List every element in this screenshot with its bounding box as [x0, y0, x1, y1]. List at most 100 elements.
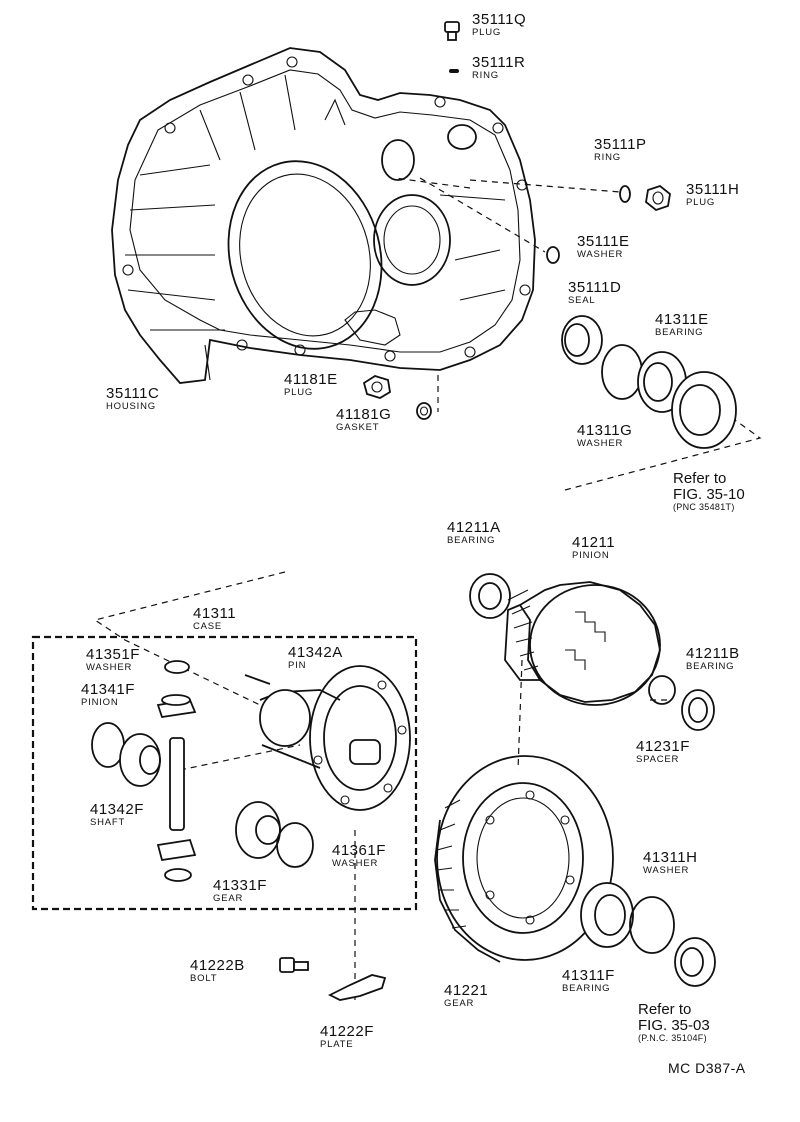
part-number: 41342F	[90, 801, 144, 818]
label-41342f: 41342F SHAFT	[90, 802, 144, 828]
pinion-41211-icon	[504, 581, 661, 706]
label-41211: 41211 PINION	[572, 535, 615, 561]
part-name: BEARING	[562, 983, 611, 994]
part-name: WASHER	[86, 662, 133, 673]
part-name: PLUG	[686, 197, 716, 208]
part-name: WASHER	[332, 858, 379, 869]
part-name: CASE	[193, 621, 223, 632]
label-41211b: 41211B BEARING	[686, 646, 740, 672]
label-35111e: 35111E WASHER	[577, 234, 630, 260]
part-number: 41181G	[336, 406, 392, 423]
side-gear-icon	[119, 733, 161, 787]
label-41211a: 41211A BEARING	[447, 520, 501, 546]
part-name: BEARING	[686, 661, 735, 672]
plug-35111q-icon	[444, 21, 460, 41]
reference-pnc: (PNC 35481T)	[673, 501, 735, 512]
gear-41331f-icon	[235, 801, 281, 859]
part-name: SEAL	[568, 295, 596, 306]
reference-line1: Refer to	[638, 1001, 692, 1018]
label-41342a: 41342A PIN	[288, 645, 343, 671]
washer-41311h-icon	[629, 896, 675, 954]
part-name: WASHER	[577, 249, 624, 260]
spacer-41231f-icon	[648, 675, 676, 705]
part-name: SHAFT	[90, 817, 126, 828]
part-name: PLATE	[320, 1039, 354, 1050]
part-number: 35111P	[594, 136, 647, 153]
part-name: WASHER	[577, 438, 624, 449]
part-name: BEARING	[447, 535, 496, 546]
label-35111r: 35111R RING	[472, 55, 525, 81]
reference-fig-35-10: Refer to FIG. 35-10 (PNC 35481T)	[673, 471, 745, 512]
part-name: GASKET	[336, 422, 380, 433]
part-number: 41211B	[686, 645, 740, 662]
label-41222b: 41222B BOLT	[190, 958, 245, 984]
part-name: BEARING	[655, 327, 704, 338]
part-number: 35111R	[472, 54, 526, 71]
label-35111q: 35111Q PLUG	[472, 12, 526, 38]
part-name: HOUSING	[106, 401, 156, 412]
pinion-41341f-icon	[156, 694, 197, 719]
part-name: PLUG	[284, 387, 314, 398]
shaft-41342f-icon	[169, 737, 185, 831]
part-number: 41222B	[190, 957, 245, 974]
reference-pnc: (P.N.C. 35104F)	[638, 1032, 707, 1043]
gasket-41181g-icon	[416, 402, 432, 420]
part-number: 41342A	[288, 644, 343, 661]
label-41221: 41221 GEAR	[444, 983, 488, 1009]
part-name: PINION	[81, 697, 119, 708]
part-number: 41311H	[643, 849, 698, 866]
diagram-code: MC D387-A	[668, 1060, 746, 1076]
label-41361f: 41361F WASHER	[332, 843, 386, 869]
part-number: 41311F	[562, 967, 615, 984]
plug-35111h-icon	[645, 184, 671, 212]
part-number: 35111C	[106, 385, 160, 402]
label-41222f: 41222F PLATE	[320, 1024, 374, 1050]
label-41351f: 41351F WASHER	[86, 647, 140, 673]
part-number: 41231F	[636, 738, 690, 755]
label-35111h: 35111H PLUG	[686, 182, 739, 208]
differential-case-boundary	[31, 635, 418, 911]
label-41311e: 41311E BEARING	[655, 312, 709, 338]
reference-fig-35-03: Refer to FIG. 35-03 (P.N.C. 35104F)	[638, 1002, 710, 1043]
label-41311g: 41311G WASHER	[577, 423, 632, 449]
bolt-41222b-icon	[279, 957, 309, 973]
part-name: PINION	[572, 550, 610, 561]
ring-gear-41221-icon	[434, 755, 614, 963]
part-number: 35111D	[568, 279, 622, 296]
part-name: PLUG	[472, 27, 502, 38]
lower-pinion-icon	[156, 838, 197, 882]
part-name: PIN	[288, 660, 307, 671]
part-number: 41311G	[577, 422, 633, 439]
case-41311-icon	[259, 665, 411, 811]
bearing-refer-icon	[674, 937, 716, 987]
part-number: 41311	[193, 605, 237, 622]
bearing-41311e-outer-icon	[671, 371, 737, 449]
ring-35111r-icon	[449, 69, 459, 73]
part-number: 35111E	[577, 233, 630, 250]
ring-35111p-icon	[619, 185, 631, 203]
washer-41351f-icon	[164, 660, 190, 674]
reference-line1: Refer to	[673, 470, 727, 487]
bearing-41211b-icon	[681, 689, 715, 731]
washer-41311g-icon	[601, 344, 643, 400]
label-41181g: 41181G GASKET	[336, 407, 391, 433]
pin-41342a-icon	[244, 674, 271, 685]
part-number: 41211A	[447, 519, 501, 536]
label-35111p: 35111P RING	[594, 137, 647, 163]
label-35111c: 35111C HOUSING	[106, 386, 159, 412]
part-name: RING	[472, 70, 499, 81]
part-number: 41221	[444, 982, 489, 999]
label-41341f: 41341F PINION	[81, 682, 135, 708]
part-number: 35111Q	[472, 11, 527, 28]
part-number: 41331F	[213, 877, 267, 894]
bearing-41211a-icon	[469, 573, 511, 619]
label-41231f: 41231F SPACER	[636, 739, 690, 765]
label-41311: 41311 CASE	[193, 606, 236, 632]
label-35111d: 35111D SEAL	[568, 280, 621, 306]
label-41331f: 41331F GEAR	[213, 878, 267, 904]
plug-41181e-icon	[362, 375, 391, 399]
label-41311h: 41311H WASHER	[643, 850, 697, 876]
washer-41361f-icon	[276, 822, 314, 868]
part-number: 41181E	[284, 371, 338, 388]
seal-35111d-icon	[561, 315, 603, 365]
